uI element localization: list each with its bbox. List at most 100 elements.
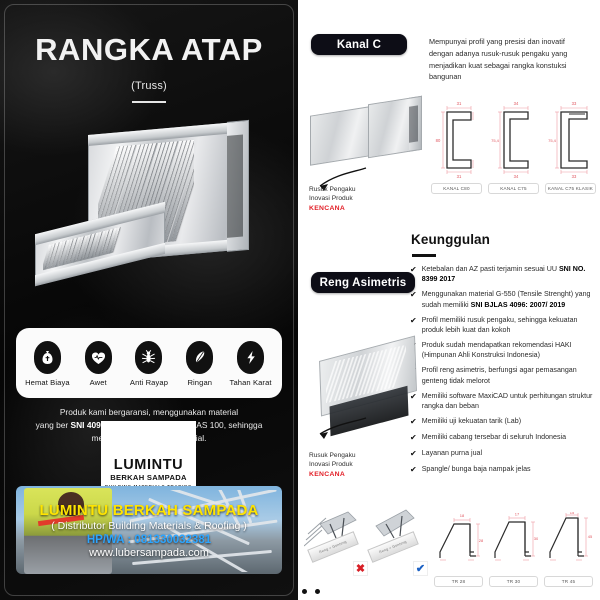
keunggulan-item-text: Ketebalan dan AZ pasti terjamin sesuai U… <box>421 265 586 284</box>
comparison-wrong-svg <box>303 511 357 547</box>
caption-line-2: Inovasi Produk <box>309 194 353 202</box>
c-section-svg-1: 31 80 31 <box>436 101 474 179</box>
reng-comparison-diagrams: Reng + Genteng ✖ Reng + Genteng ✔ <box>302 500 430 586</box>
reng-section-svg-3: 15 45 <box>549 510 593 561</box>
keunggulan-item-bold: SNI NO. 8399 2017 <box>421 265 586 284</box>
c-section-drawing-1: 31 80 31 KANAL C80 <box>431 100 482 205</box>
feature-label: Awet <box>89 378 107 387</box>
feature-label: Hemat Biaya <box>25 378 70 387</box>
contact-phone[interactable]: HP/WA : 081330032381 <box>86 533 212 546</box>
kanal-c-photo <box>306 95 426 174</box>
feature-label: Ringan <box>187 378 213 387</box>
keunggulan-item-text: Produk sudah mendapatkan rekomendasi HAK… <box>421 341 572 360</box>
keunggulan-item-text: Menggunakan material G-550 (Tensile Stre… <box>421 290 591 309</box>
keunggulan-divider <box>412 254 436 257</box>
kanal-c-section-drawings: 31 80 31 KANAL C80 34 75,4 34 <box>431 100 596 205</box>
svg-text:34: 34 <box>514 101 519 106</box>
keunggulan-item: ✔ Ketebalan dan AZ pasti terjamin sesuai … <box>410 264 596 285</box>
feature-awet: Awet <box>73 341 123 387</box>
svg-text:30: 30 <box>534 536 538 541</box>
check-icon: ✔ <box>410 449 417 459</box>
keunggulan-item: ✔ Profil memiliki rusuk pengaku, sehingga… <box>410 315 596 336</box>
c-section-label-1: KANAL C80 <box>431 183 482 194</box>
page-title: RANGKA ATAP <box>35 32 263 67</box>
svg-text:17: 17 <box>515 512 520 517</box>
lightning-icon <box>237 341 265 374</box>
reng-section-label-3: TR 45 <box>544 576 593 587</box>
section-pill-reng-asimetris: Reng Asimetris <box>311 272 415 293</box>
kanal-c-back-flange <box>409 95 422 152</box>
worker-photo <box>24 488 112 574</box>
check-icon: ✔ <box>410 417 417 427</box>
feature-tahan-karat: Tahan Karat <box>226 341 276 387</box>
money-bag-icon <box>33 341 61 374</box>
carousel-dot-1[interactable] <box>302 589 307 594</box>
c-section-svg-2: 34 75,4 34 <box>491 101 529 179</box>
keunggulan-item-text: Profil memiliki rusuk pengaku, sehingga … <box>421 315 578 335</box>
keunggulan-item: ✔Memiliki uji kekuatan tarik (Lab) <box>410 416 596 428</box>
svg-text:34: 34 <box>514 174 519 179</box>
reng-section-drawing-2: 17 30 TR 30 <box>489 512 539 587</box>
termite-icon <box>135 341 163 374</box>
contact-text-overlay: LUMINTU BERKAH SAMPADA ( Distributor Bui… <box>16 486 282 574</box>
svg-text:80: 80 <box>436 138 441 143</box>
kanal-c-piece-back <box>368 95 422 159</box>
reng-asimetris-photo <box>304 330 428 440</box>
truss-product-photo <box>0 118 298 323</box>
feature-hemat-biaya: Hemat Biaya <box>22 341 72 387</box>
kanal-c-caption: Rusuk Pengaku Inovasi Produk KENCANA <box>309 186 356 213</box>
carousel-indicator-dots[interactable] <box>302 589 320 594</box>
worker-head <box>58 492 84 516</box>
keunggulan-item-text: Memiliki software MaxiCAD untuk perhitun… <box>421 391 593 411</box>
feature-label: Anti Rayap <box>129 378 169 387</box>
keunggulan-item-text: Memiliki cabang tersebar di seluruh Indo… <box>421 433 567 442</box>
c-section-label-2: KANAL C75 <box>488 183 539 194</box>
caption-line-2: Inovasi Produk <box>309 460 353 468</box>
svg-text:18: 18 <box>460 513 465 518</box>
cross-icon: ✖ <box>353 561 368 576</box>
right-spec-panel: Kanal C Mempunyai profil yang presisi da… <box>298 0 600 600</box>
svg-text:28: 28 <box>479 538 483 543</box>
caption-brand: KENCANA <box>309 470 346 478</box>
reng-section-svg-2: 17 30 <box>494 512 539 561</box>
carousel-dot-2[interactable] <box>315 589 320 594</box>
svg-text:75,4: 75,4 <box>548 138 557 143</box>
comparison-correct-svg <box>375 509 415 539</box>
svg-text:33: 33 <box>572 101 577 106</box>
page-subtitle: (Truss) <box>131 80 167 92</box>
svg-text:75,4: 75,4 <box>491 138 500 143</box>
keunggulan-item-text: Spangle/ bunga baja nampak jelas <box>421 465 531 474</box>
blurb-line-2c: lapisan AZ/AS 100, sehingga <box>152 420 263 431</box>
section-pill-kanal-c: Kanal C <box>311 34 407 55</box>
reng-section-drawing-3: 15 45 TR 45 <box>544 510 593 587</box>
comparison-correct: Reng + Genteng ✔ <box>364 504 428 576</box>
feature-icons-card: Hemat Biaya Awet <box>16 328 282 398</box>
check-icon: ✔ <box>410 315 417 325</box>
reng-callout-arrow <box>319 417 367 439</box>
contact-photo-strip: LUMINTU BERKAH SAMPADA ( Distributor Bui… <box>16 486 282 574</box>
blurb-line-1: Produk kami bergaransi, menggunakan mate… <box>59 407 239 417</box>
keunggulan-item-text: Layanan purna jual <box>421 449 483 458</box>
check-icon: ✔ <box>410 290 417 300</box>
kanal-c-callout-arrow <box>319 167 367 191</box>
title-divider <box>132 101 166 103</box>
check-icon: ✔ <box>410 265 417 274</box>
feather-icon <box>186 341 214 374</box>
contact-website[interactable]: www.lubersampada.com <box>89 546 209 559</box>
keunggulan-item: ✔ Memiliki cabang tersebar di seluruh Ind… <box>410 432 596 444</box>
c-section-svg-3: 33 75,4 33 <box>548 101 588 179</box>
check-icon: ✔ <box>410 433 417 443</box>
caption-line-1: Rusuk Pengaku <box>309 186 356 193</box>
reng-section-label-2: TR 30 <box>489 576 538 587</box>
c-section-label-3: KANAL C75 KLASIK <box>545 183 596 194</box>
keunggulan-item: ✔Produk sudah mendapatkan rekomendasi HA… <box>410 340 596 361</box>
check-icon: ✔ <box>413 561 428 576</box>
contact-distributor-line: ( Distributor Building Materials & Roofi… <box>51 519 247 532</box>
feature-anti-rayap: Anti Rayap <box>124 341 174 387</box>
c-profile-large-flange <box>227 119 249 252</box>
c-section-drawing-2: 34 75,4 34 KANAL C75 <box>488 100 539 205</box>
keunggulan-item: ✔ Spangle/ bunga baja nampak jelas <box>410 464 596 476</box>
keunggulan-item: ✔ Menggunakan material G-550 (Tensile Str… <box>410 289 596 310</box>
check-icon: ✔ <box>410 465 417 475</box>
caption-brand: KENCANA <box>309 204 346 212</box>
